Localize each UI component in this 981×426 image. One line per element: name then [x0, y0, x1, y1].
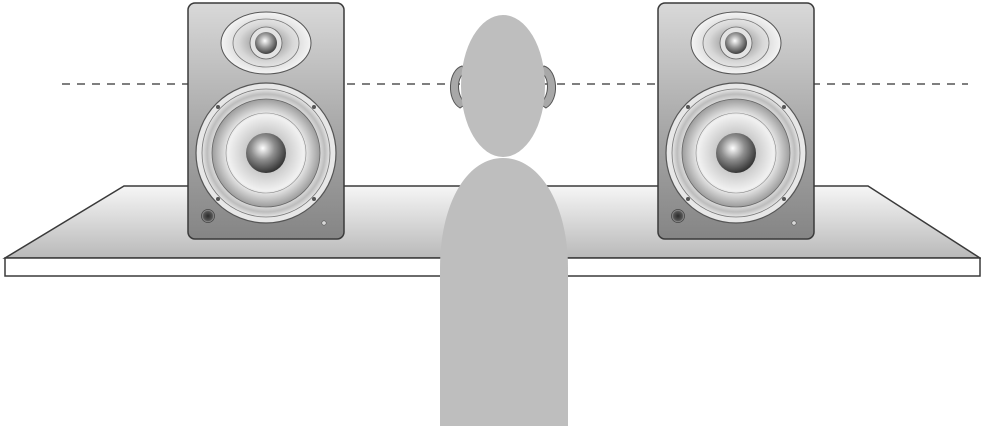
- left-speaker: [187, 2, 345, 240]
- right-speaker: [657, 2, 815, 240]
- listener-head: [461, 15, 545, 157]
- listener-body: [440, 158, 568, 426]
- listener-figure: [440, 15, 568, 426]
